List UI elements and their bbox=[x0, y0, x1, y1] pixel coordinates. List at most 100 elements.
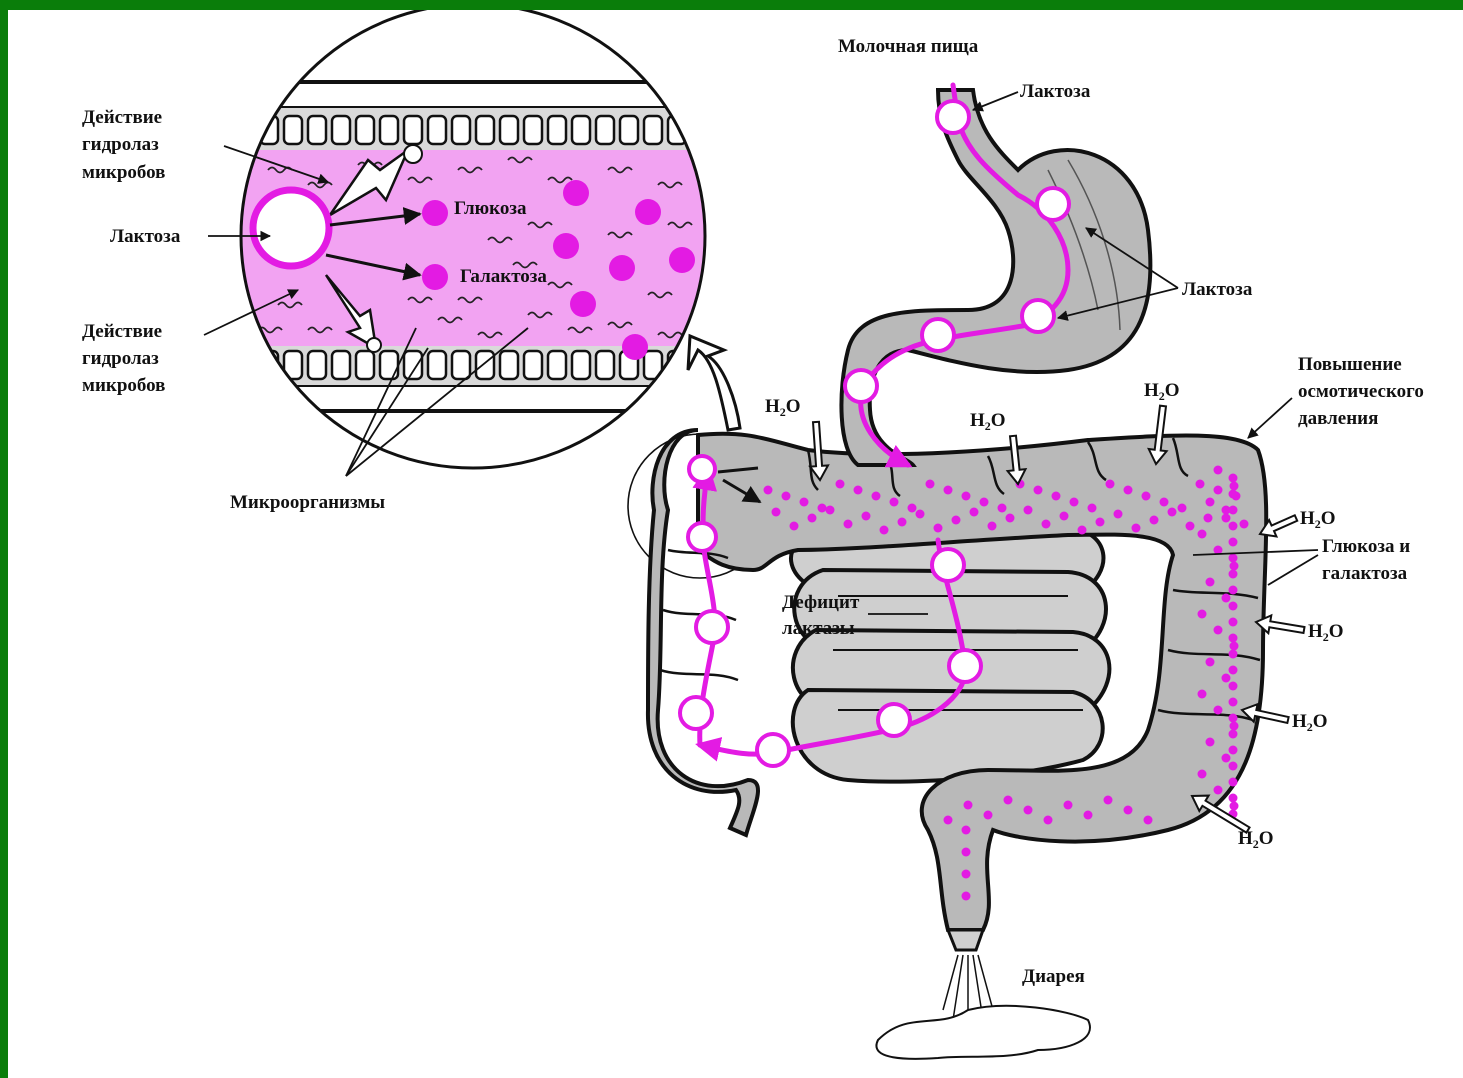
monosaccharide-dot bbox=[844, 520, 853, 529]
microbe-cell bbox=[404, 145, 422, 163]
monosaccharide-dot bbox=[1222, 514, 1231, 523]
monosaccharide-dot bbox=[1229, 474, 1238, 483]
monosaccharide-dot bbox=[1229, 586, 1238, 595]
svg-text:H2O: H2O bbox=[1300, 508, 1336, 531]
monosaccharide-dot bbox=[1142, 492, 1151, 501]
monosaccharide-dot bbox=[836, 480, 845, 489]
monosaccharide-dot bbox=[1168, 508, 1177, 517]
monosaccharide-dot bbox=[1214, 626, 1223, 635]
monosaccharide-dot bbox=[1004, 796, 1013, 805]
monosaccharide-dot bbox=[1222, 674, 1231, 683]
monosaccharide-dot bbox=[1104, 796, 1113, 805]
monosaccharide-dot bbox=[1106, 480, 1115, 489]
monosaccharide-dot bbox=[926, 480, 935, 489]
svg-text:Действие: Действие bbox=[82, 321, 162, 342]
monosaccharide-dot bbox=[1044, 816, 1053, 825]
lactose-entry-label: Лактоза bbox=[1020, 81, 1091, 102]
monosaccharide-dot bbox=[570, 291, 596, 317]
monosaccharide-dot bbox=[916, 510, 925, 519]
monosaccharide-dot bbox=[944, 486, 953, 495]
svg-text:Действие: Действие bbox=[82, 107, 162, 128]
monosaccharide-dot bbox=[890, 498, 899, 507]
monosaccharide-dot bbox=[934, 524, 943, 533]
svg-text:H2O: H2O bbox=[970, 410, 1006, 433]
microorganisms-label: Микроорганизмы bbox=[230, 492, 385, 513]
monosaccharide-dot bbox=[1229, 634, 1238, 643]
svg-text:гидролаз: гидролаз bbox=[82, 134, 159, 155]
monosaccharide-dot bbox=[764, 486, 773, 495]
zoom-lactose-label: Лактоза bbox=[110, 226, 181, 247]
monosaccharide-dot bbox=[1042, 520, 1051, 529]
monosaccharide-dot bbox=[1229, 698, 1238, 707]
monosaccharide-dot bbox=[826, 506, 835, 515]
monosaccharide-dot bbox=[908, 504, 917, 513]
svg-text:микробов: микробов bbox=[82, 162, 165, 183]
monosaccharide-dot bbox=[1052, 492, 1061, 501]
h2o-label: H2O bbox=[1256, 615, 1344, 644]
monosaccharide-dot bbox=[1006, 514, 1015, 523]
svg-text:H2O: H2O bbox=[1144, 380, 1180, 403]
monosaccharide-dot bbox=[1198, 530, 1207, 539]
zoom-action-top-label: Действие гидролаз микробов bbox=[82, 107, 165, 183]
monosaccharide-dot bbox=[1034, 486, 1043, 495]
monosaccharide-dot bbox=[1229, 522, 1238, 531]
svg-text:Глюкоза и: Глюкоза и bbox=[1322, 536, 1410, 557]
svg-text:H2O: H2O bbox=[765, 396, 801, 419]
monosaccharide-dot bbox=[1222, 754, 1231, 763]
monosaccharide-dot bbox=[862, 512, 871, 521]
monosaccharide-dot bbox=[872, 492, 881, 501]
zoom-galactose-label: Галактоза bbox=[460, 266, 547, 287]
svg-text:Повышение: Повышение bbox=[1298, 354, 1402, 375]
monosaccharide-dot bbox=[1230, 802, 1239, 811]
monosaccharide-dot bbox=[1144, 816, 1153, 825]
monosaccharide-dot bbox=[1070, 498, 1079, 507]
monosaccharide-dot bbox=[1124, 806, 1133, 815]
monosaccharide-dot bbox=[970, 508, 979, 517]
osmotic-pressure-label: Повышение осмотического давления bbox=[1298, 354, 1424, 429]
monosaccharide-dot bbox=[563, 180, 589, 206]
monosaccharide-dot bbox=[635, 199, 661, 225]
zoom-circle: Глюкоза Галактоза bbox=[228, 10, 734, 470]
monosaccharide-dot bbox=[790, 522, 799, 531]
monosaccharide-dot bbox=[1178, 504, 1187, 513]
svg-text:галактоза: галактоза bbox=[1322, 563, 1408, 584]
svg-text:гидролаз: гидролаз bbox=[82, 348, 159, 369]
monosaccharide-dot bbox=[1214, 786, 1223, 795]
monosaccharide-dot bbox=[944, 816, 953, 825]
monosaccharide-dot bbox=[1230, 562, 1239, 571]
monosaccharide-dot bbox=[964, 801, 973, 810]
monosaccharide-dot bbox=[1229, 554, 1238, 563]
monosaccharide-dot bbox=[1196, 480, 1205, 489]
monosaccharide-dot bbox=[1229, 538, 1238, 547]
monosaccharide-dot bbox=[1229, 506, 1238, 515]
h2o-label: H2O bbox=[1260, 508, 1336, 537]
monosaccharide-dot bbox=[880, 526, 889, 535]
zoom-pointer-arrow bbox=[688, 336, 740, 430]
monosaccharide-dot bbox=[1204, 514, 1213, 523]
monosaccharide-dot bbox=[1186, 522, 1195, 531]
monosaccharide-dot bbox=[1160, 498, 1169, 507]
monosaccharide-dot bbox=[1230, 482, 1239, 491]
galactose-dot bbox=[422, 264, 448, 290]
monosaccharide-dot bbox=[1084, 811, 1093, 820]
monosaccharide-dot bbox=[1060, 512, 1069, 521]
monosaccharide-dot bbox=[782, 492, 791, 501]
monosaccharide-dot bbox=[962, 848, 971, 857]
monosaccharide-dot bbox=[988, 522, 997, 531]
monosaccharide-dot bbox=[962, 870, 971, 879]
monosaccharide-dot bbox=[1078, 526, 1087, 535]
monosaccharide-dot bbox=[980, 498, 989, 507]
lactose-molecule-large bbox=[253, 190, 329, 266]
milk-food-label: Молочная пища bbox=[838, 36, 979, 57]
monosaccharide-dot bbox=[1198, 770, 1207, 779]
monosaccharide-dot bbox=[1088, 504, 1097, 513]
microbe-cell bbox=[367, 338, 381, 352]
monosaccharide-dot bbox=[962, 826, 971, 835]
lactose-stomach-label: Лактоза bbox=[1182, 279, 1253, 300]
monosaccharide-dot bbox=[1240, 520, 1249, 529]
glucose-dot bbox=[422, 200, 448, 226]
monosaccharide-dot bbox=[1229, 714, 1238, 723]
monosaccharide-dot bbox=[808, 514, 817, 523]
monosaccharide-dot bbox=[1132, 524, 1141, 533]
monosaccharide-dot bbox=[1114, 510, 1123, 519]
